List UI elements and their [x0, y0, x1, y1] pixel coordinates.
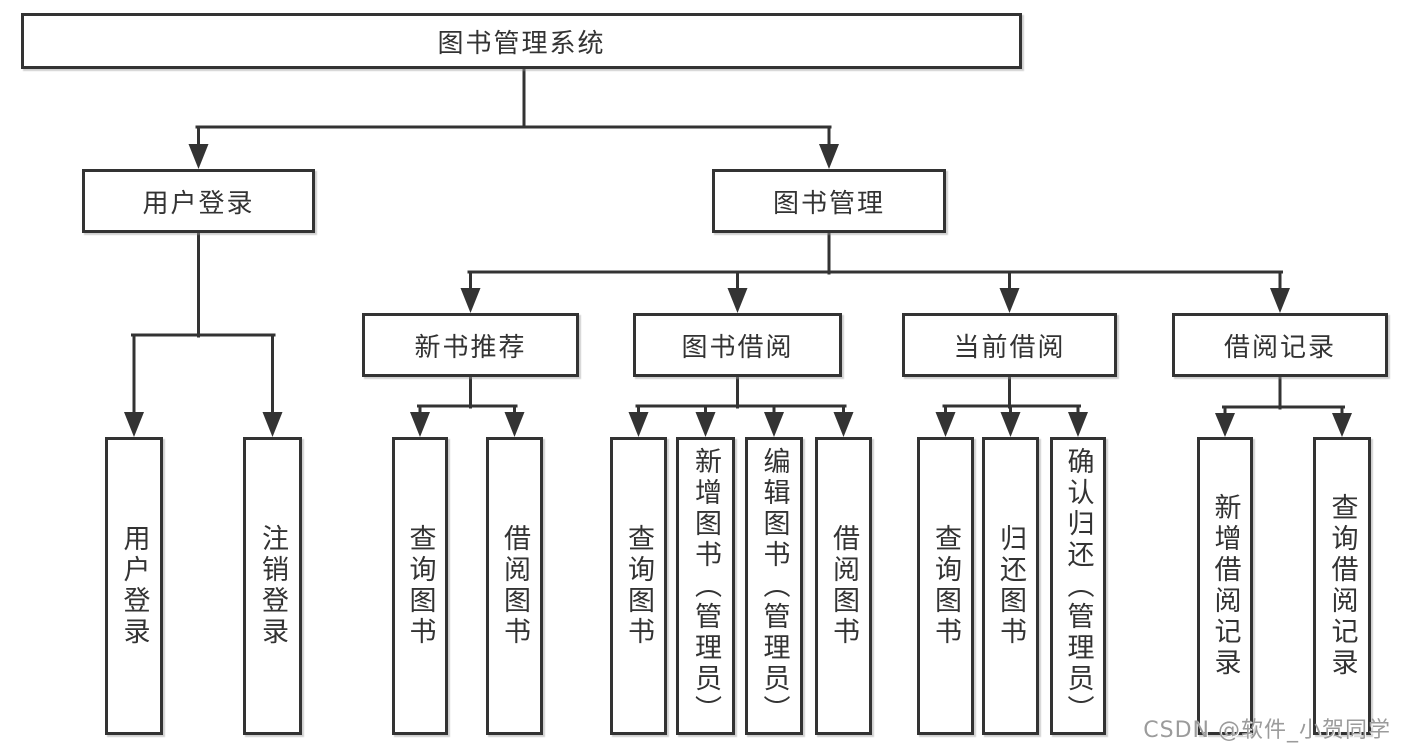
node-label: 查询图书	[930, 524, 961, 648]
leaf-logout: 注销登录	[243, 437, 302, 735]
node-label: 新书推荐	[414, 332, 527, 363]
node-book-management: 图书管理	[712, 169, 946, 233]
leaf-confirm-return-admin: 确认归还（管理员）	[1050, 437, 1106, 735]
csdn-watermark: CSDN @软件_小贺同学	[1143, 718, 1391, 743]
node-borrowing-records: 借阅记录	[1172, 313, 1388, 377]
node-library-management-system: 图书管理系统	[21, 13, 1022, 69]
node-label: 图书借阅	[681, 332, 794, 363]
node-label: 注销登录	[257, 524, 288, 648]
leaf-query-borrow-record: 查询借阅记录	[1313, 437, 1371, 735]
node-label: 查询图书	[623, 524, 654, 648]
node-label: 借阅图书	[499, 524, 530, 648]
leaf-borrow-books-recommend: 借阅图书	[486, 437, 543, 735]
leaf-user-login: 用户登录	[105, 437, 163, 735]
node-label: 借阅图书	[828, 524, 859, 648]
node-book-borrowing: 图书借阅	[633, 313, 842, 377]
node-label: 确认归还（管理员）	[1062, 446, 1094, 726]
leaf-borrow-books: 借阅图书	[815, 437, 872, 735]
node-label: 当前借阅	[953, 332, 1066, 363]
leaf-add-borrow-record: 新增借阅记录	[1197, 437, 1253, 735]
node-new-book-recommendation: 新书推荐	[362, 313, 579, 377]
leaf-edit-books-admin: 编辑图书（管理员）	[745, 437, 803, 735]
leaf-query-books-recommend: 查询图书	[392, 437, 448, 735]
node-label: 用户登录	[118, 524, 150, 648]
node-label: 新增图书（管理员）	[690, 446, 721, 726]
node-label: 新增借阅记录	[1209, 493, 1241, 679]
node-label: 查询借阅记录	[1326, 493, 1358, 679]
node-user-login: 用户登录	[82, 169, 315, 233]
node-label: 编辑图书（管理员）	[758, 446, 790, 726]
leaf-query-books-current: 查询图书	[917, 437, 974, 735]
leaf-return-books: 归还图书	[982, 437, 1039, 735]
node-label: 借阅记录	[1223, 332, 1336, 363]
leaf-query-books-borrow: 查询图书	[610, 437, 667, 735]
node-label: 查询图书	[404, 524, 436, 648]
node-label: 用户登录	[142, 188, 255, 219]
node-label: 图书管理	[772, 188, 885, 219]
node-current-borrowing: 当前借阅	[902, 313, 1117, 377]
node-label: 归还图书	[995, 524, 1026, 648]
leaf-add-books-admin: 新增图书（管理员）	[676, 437, 735, 735]
node-label: 图书管理系统	[437, 28, 606, 59]
